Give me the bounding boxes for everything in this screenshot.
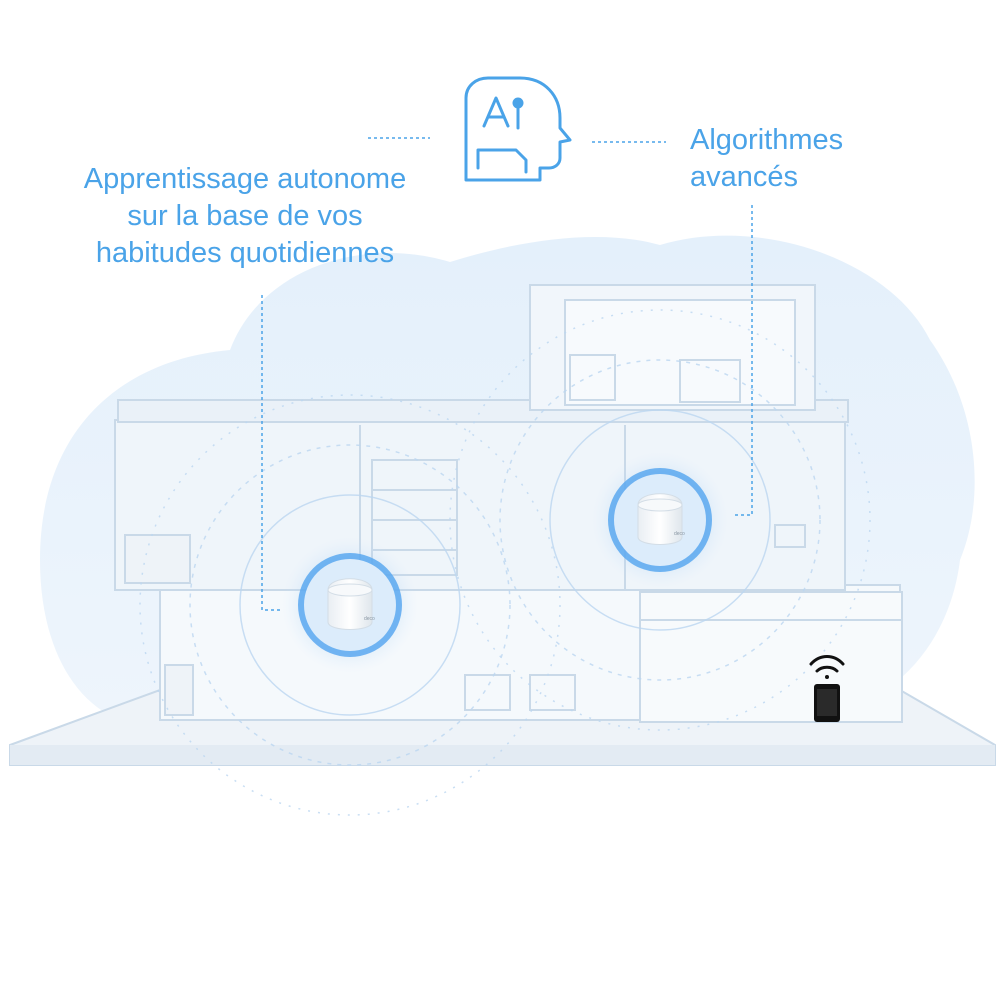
caption-left-line-2: sur la base de vos [127,200,363,232]
wifi-signal-icon [809,655,845,679]
caption-left-line-3: habitudes quotidiennes [95,237,395,269]
caption-right-line-2: avancés [690,161,799,193]
caption-autonomous-learning: Apprentissage autonome sur la base de vo… [40,161,450,272]
mesh-unit-right: deco [592,452,728,588]
mesh-unit-right-logo: deco [674,531,685,537]
caption-advanced-algorithms: Algorithmes avancés [690,122,980,196]
connector-lines [261,137,753,611]
mesh-unit-left: deco [282,537,418,673]
smartphone-icon [814,684,840,722]
signal-rings [139,309,871,816]
ai-head-icon [464,76,572,182]
mesh-unit-left-logo: deco [364,616,375,622]
caption-right-line-1: Algorithmes [690,124,844,156]
caption-left-line-1: Apprentissage autonome [83,163,407,195]
